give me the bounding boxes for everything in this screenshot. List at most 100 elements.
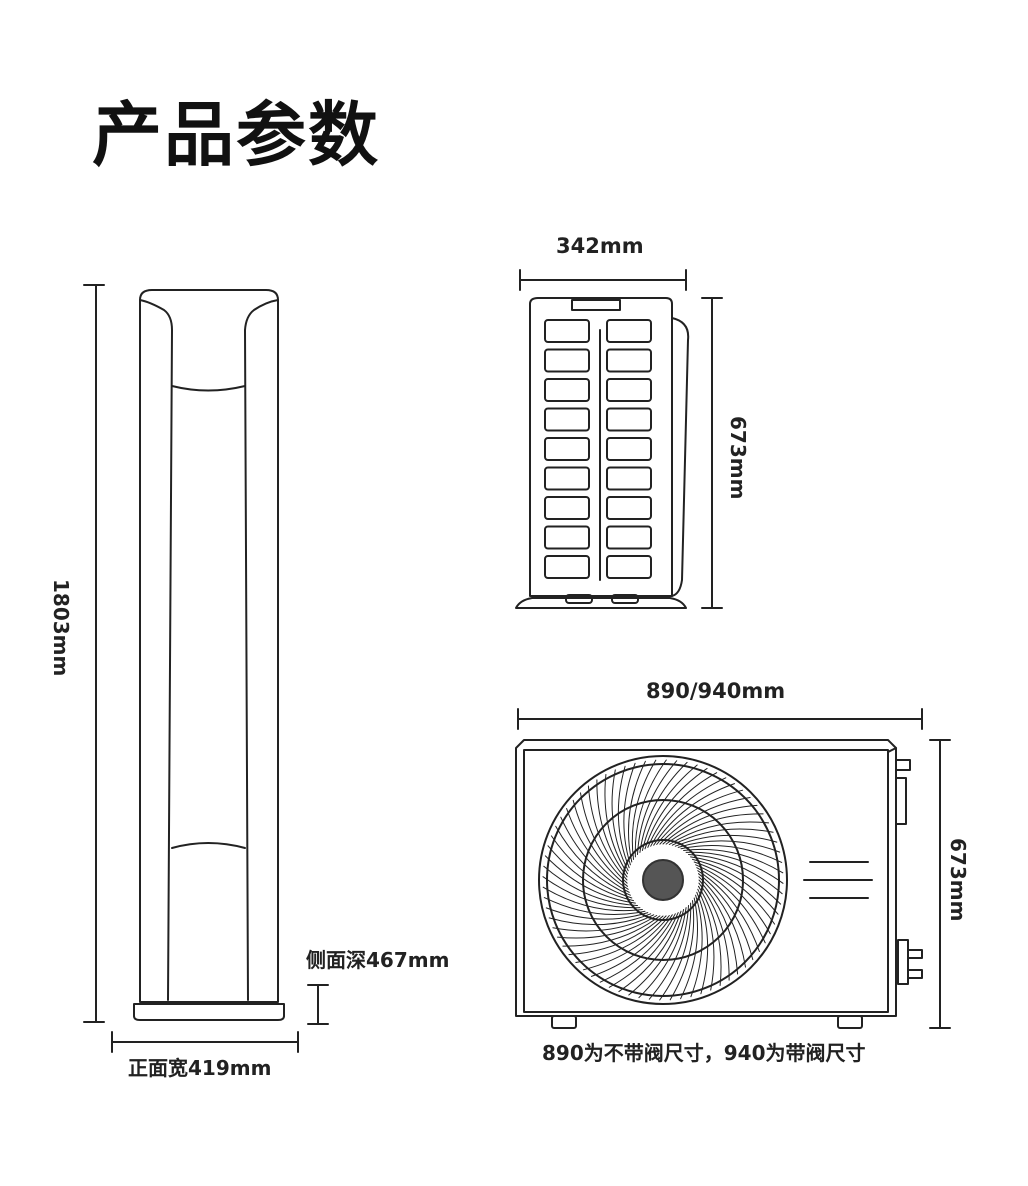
side-fin [606,496,652,520]
fan-hub [642,859,684,901]
indoor-width-label: 正面宽419mm [128,1056,272,1080]
fan-spoke [659,797,751,845]
fan-ring [622,839,704,921]
fan-spoke [608,912,679,988]
fan-spoke [668,821,769,845]
depth-dimension-line [307,984,329,1025]
side-fin [544,466,590,491]
fan-grille [538,755,788,1005]
side-fin [606,466,652,491]
outdoor-size-note: 890为不带阀尺寸，940为带阀尺寸 [542,1041,866,1065]
fan-spoke [690,894,703,998]
fan-spoke [547,845,634,902]
fan-spoke [695,864,771,935]
indoor-unit-drawing [133,289,285,1021]
outdoor-front-width-label: 890/940mm [646,679,786,703]
fan-spoke [674,834,778,847]
side-fins [544,319,652,579]
fan-spoke [631,759,657,860]
outdoor-side-drawing [515,269,723,609]
fan-spoke [639,761,688,853]
fan-spoke [669,900,695,1001]
fan-spoke [617,765,630,869]
fan-spoke [662,804,758,845]
side-fin [606,407,652,432]
fan-spoke [555,825,631,896]
fan-spoke [665,813,764,845]
side-fin [606,319,652,343]
fan-spoke [697,888,715,991]
width-dimension-line [111,1031,299,1053]
fan-spoke [698,876,746,968]
fan-spoke [548,913,652,926]
fan-spoke [696,891,709,995]
fan-spoke [560,816,630,893]
outdoor-front-height-label: 673mm [946,838,970,922]
fan-spoke [693,861,776,925]
fan-spoke [599,913,676,983]
fan-spoke [698,882,730,981]
fan-spoke [572,799,628,887]
fan-spoke [542,886,643,912]
side-fin [606,555,652,579]
side-fin [544,555,590,579]
indoor-height-label: 1803mm [49,579,73,677]
fan-spoke [690,856,782,905]
fan-spoke [698,873,754,961]
fan-spoke [638,907,687,999]
fan-spoke [696,867,766,944]
fan-spoke [683,848,784,874]
fan-spoke [557,915,658,939]
indoor-depth-label: 侧面深467mm [306,948,450,972]
fan-spoke [604,774,628,875]
side-fin [544,378,590,402]
fan-spoke [543,865,638,906]
fan-ring [538,755,788,1005]
fan-ring [582,799,744,961]
fan-spoke [637,760,678,855]
side-fin [544,525,590,550]
fan-spoke [680,897,698,1000]
fan-spoke [550,835,633,899]
side-fin [544,437,590,461]
side-fin [544,496,590,520]
side-fin [544,348,590,373]
side-fin [544,407,590,432]
outdoor-front-drawing [515,708,951,1029]
fan-spoke [659,902,692,1001]
fan-spoke [656,789,744,845]
fan-spoke [671,828,774,846]
fan-spoke [552,914,655,932]
outdoor-side-height-label: 673mm [726,416,750,500]
fan-spoke [698,885,722,986]
fan-spoke [644,767,708,850]
fan-spoke [641,764,698,851]
fan-spoke [648,905,689,1000]
fan-spoke [647,772,718,848]
fan-spoke [628,760,646,863]
side-fin [606,525,652,550]
fan-spoke [685,851,784,884]
fan-spoke [582,915,670,971]
fan-spoke [596,779,628,878]
fan-spoke [698,879,739,975]
fan-spoke [562,915,661,947]
fan-spoke [611,769,629,872]
fan-spoke [680,845,783,863]
fan-spoke [544,855,636,904]
outdoor-side-width-label: 342mm [556,234,644,258]
fan-spoke [618,910,682,993]
fan-spoke [634,759,667,858]
fan-spoke [568,915,664,956]
side-fin [606,348,652,373]
fan-spoke [542,876,641,909]
fan-spoke [545,907,649,920]
side-fin [606,437,652,461]
fan-spoke [628,909,685,996]
side-fin [544,319,590,343]
fan-spoke [591,914,673,977]
side-fin [606,378,652,402]
fan-spoke [697,870,760,952]
